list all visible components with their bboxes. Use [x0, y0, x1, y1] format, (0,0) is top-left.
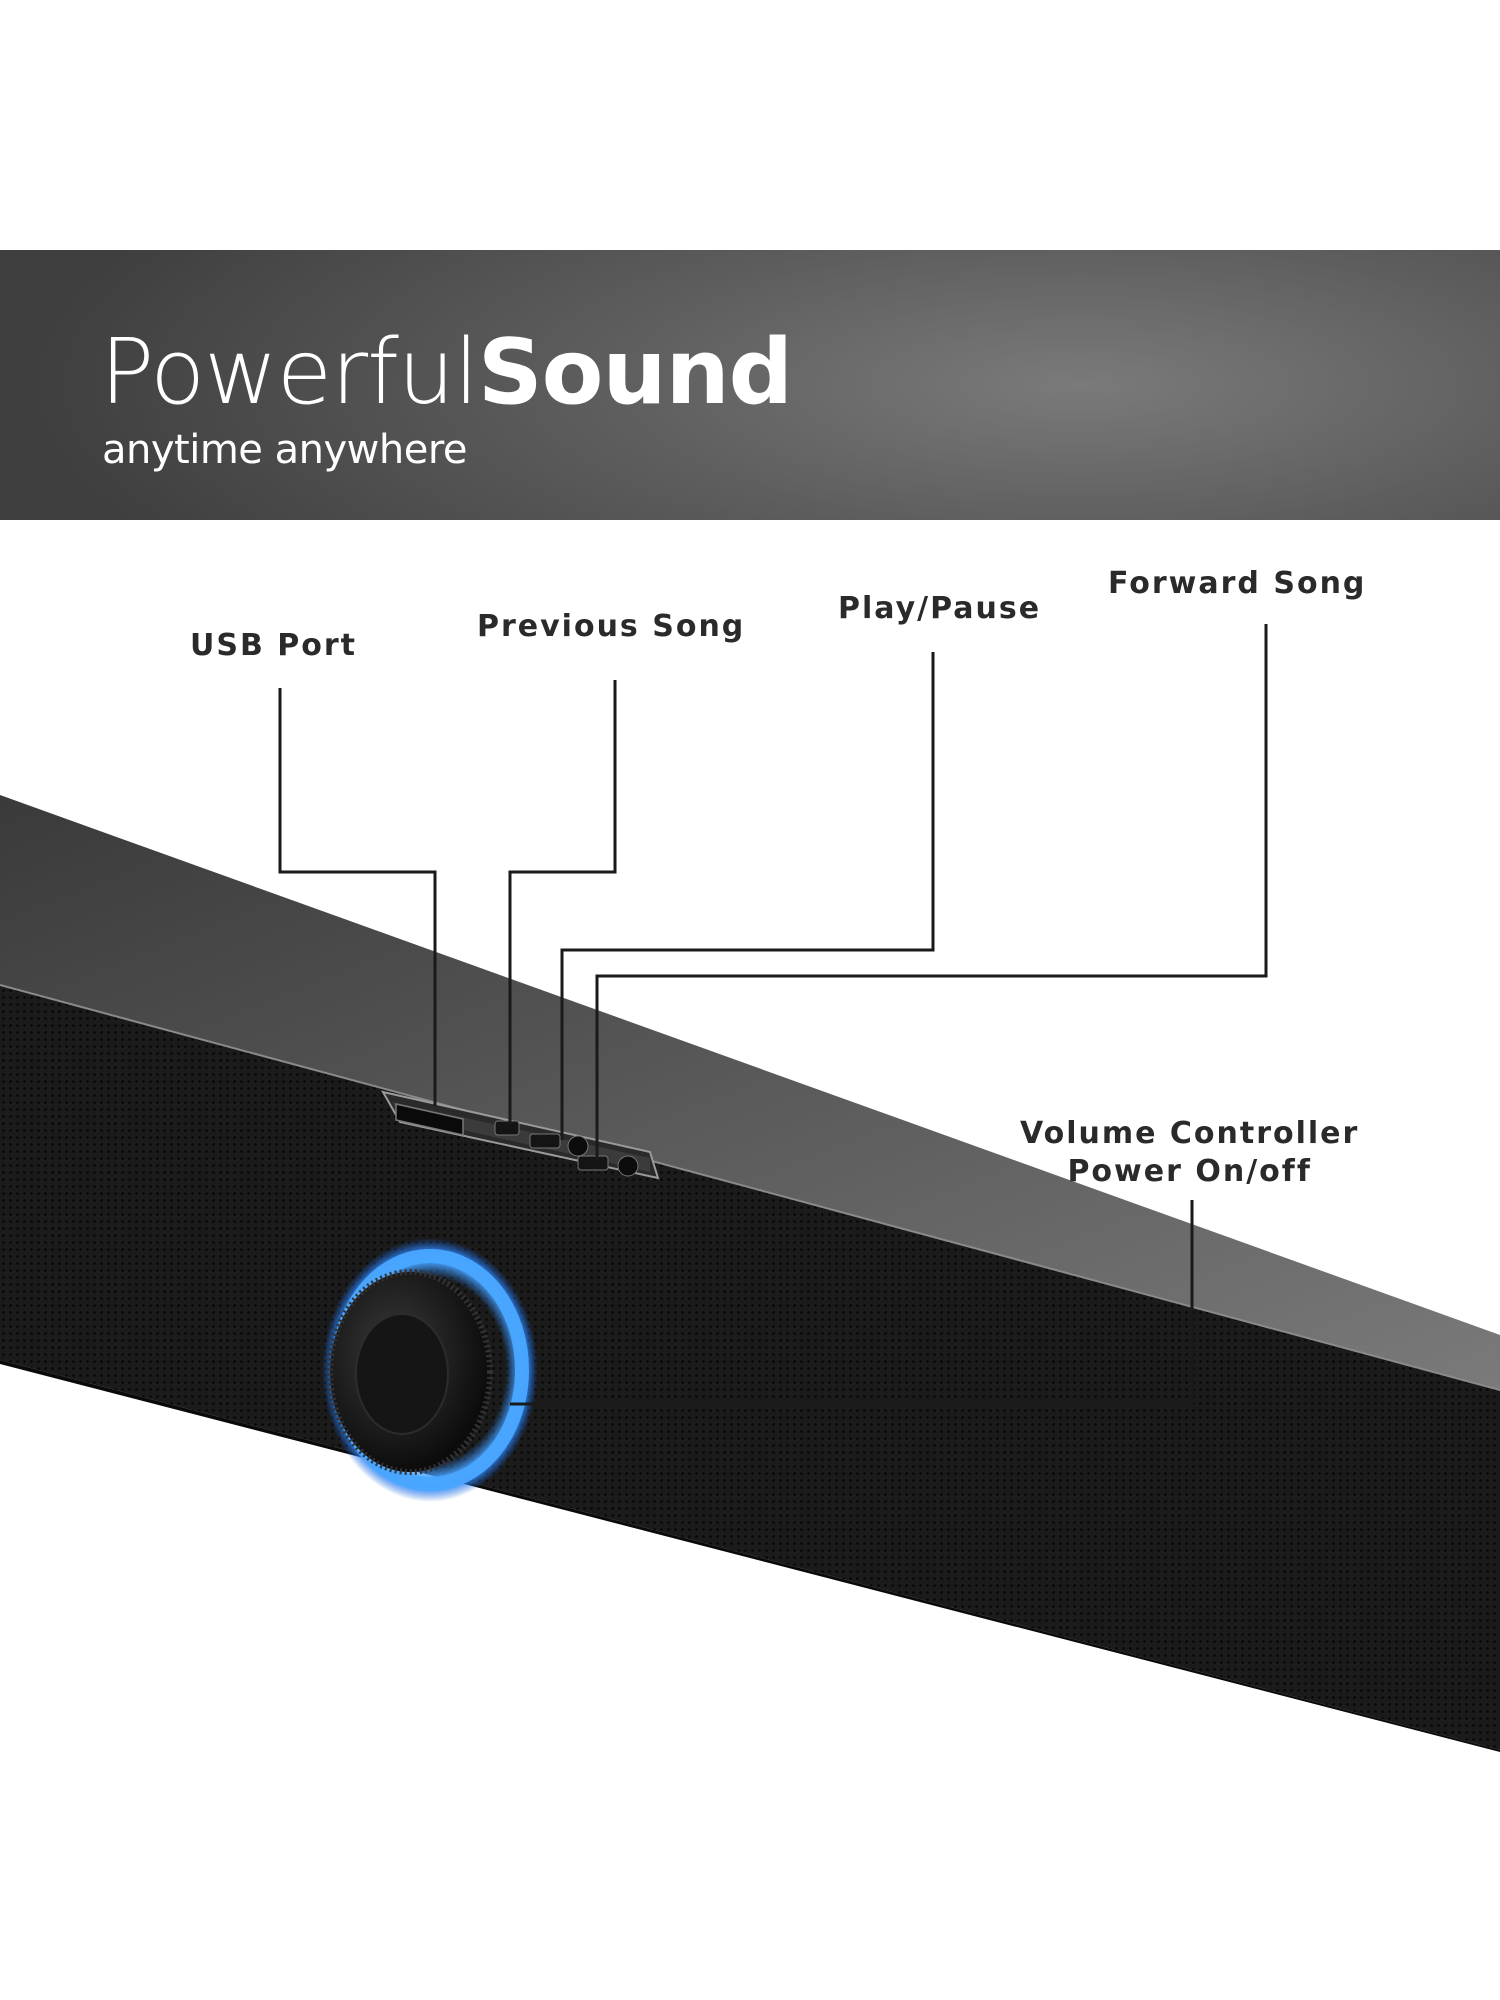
previous-song-leader [508, 680, 617, 1124]
callout-lines [278, 624, 1268, 1406]
power-on-off-label: Power On/off [1067, 1153, 1312, 1189]
previous-song-button[interactable] [494, 1120, 520, 1136]
banner [0, 250, 1500, 520]
volume-label: Volume Controller Power On/off [1020, 1115, 1359, 1190]
headline-light: Powerful [100, 320, 479, 425]
forward-song-button[interactable] [577, 1155, 639, 1177]
headline-bold: Sound [477, 320, 793, 425]
control-panel [381, 1090, 660, 1180]
usb-port-label: USB Port [190, 628, 358, 663]
usb-port[interactable] [395, 1103, 464, 1136]
volume-leader [510, 1200, 1194, 1406]
volume-controller-label: Volume Controller [1020, 1116, 1360, 1151]
previous-song-label: Previous Song [477, 609, 746, 644]
forward-song-leader [595, 624, 1268, 1160]
headline: PowerfulSound [100, 328, 793, 418]
play-pause-leader [560, 652, 935, 1140]
next-button[interactable] [529, 1133, 561, 1149]
soundbar-top-surface [0, 795, 1500, 1390]
volume-knob[interactable] [322, 1238, 538, 1502]
soundbar-front-grille [0, 985, 1500, 1750]
tagline: anytime anywhere [102, 427, 468, 473]
usb-port-leader [278, 688, 437, 1106]
forward-song-label: Forward Song [1108, 566, 1367, 601]
play-pause-button[interactable] [567, 1135, 589, 1157]
play-pause-label: Play/Pause [838, 591, 1042, 626]
